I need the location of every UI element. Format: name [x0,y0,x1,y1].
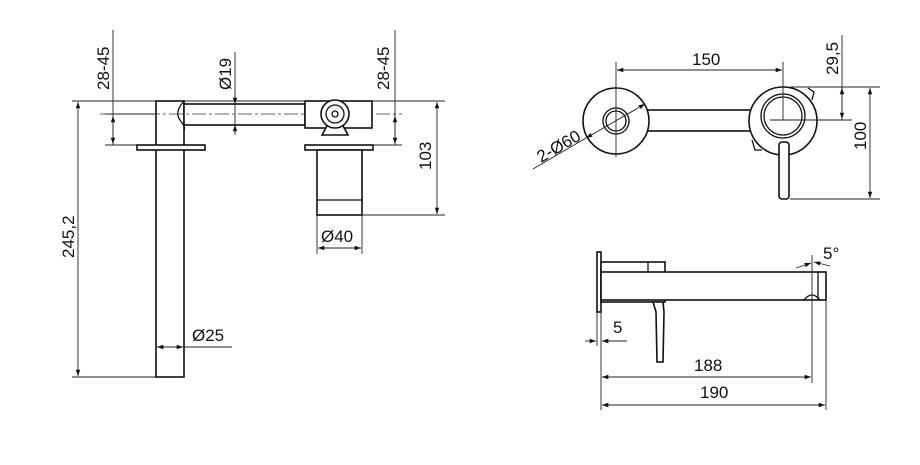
front-view: 245,2 28-45 Ø19 28-45 103 Ø40 Ø25 [59,30,445,378]
dim-spout-length-inner: 188 [694,356,722,375]
dim-spout-diameter: Ø25 [192,326,224,345]
lever-top [778,141,790,200]
dim-cartridge-diameter: Ø40 [321,227,353,246]
dim-lever-depth: 100 [851,122,870,150]
dim-center-distance: 150 [692,50,720,69]
dim-angle: 5° [823,244,839,263]
side-view: 5° 5 188 190 [585,244,839,410]
dim-height-total: 245,2 [59,215,78,258]
dim-wall-depth-right: 28-45 [374,47,393,90]
dim-valve-height: 103 [416,142,435,170]
spout-body [136,100,206,378]
dim-spout-length-total: 190 [700,383,728,402]
dim-wall-depth-left: 28-45 [94,47,113,90]
lever-side [651,301,665,363]
dim-rosette-diameter: 2-Ø60 [534,126,584,166]
valve-body [304,99,374,216]
spout-side [600,271,827,301]
top-view: 150 29,5 100 2-Ø60 [532,35,880,200]
dim-lever-offset: 29,5 [823,42,842,75]
dim-pipe-diameter: Ø19 [216,58,235,90]
dim-plate-thickness: 5 [613,318,622,337]
